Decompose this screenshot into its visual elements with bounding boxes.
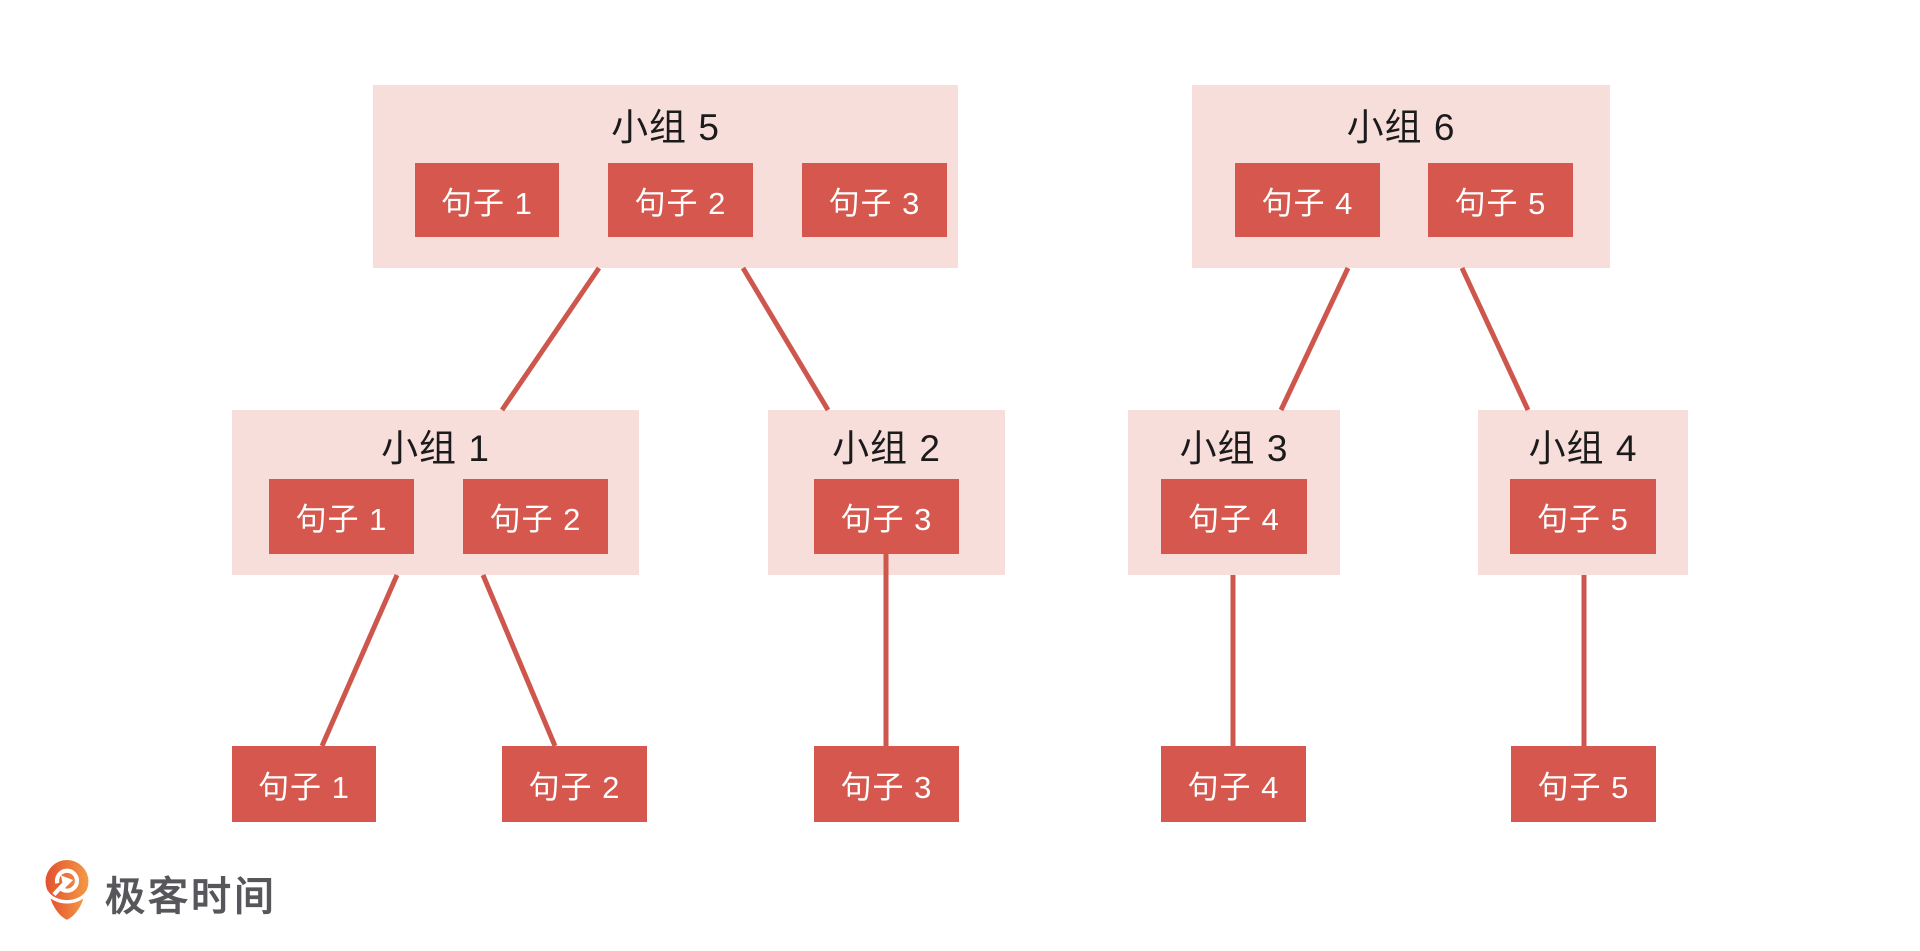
sentence-5-box: 句子 5 — [1511, 746, 1656, 822]
sentence-box: 句子 5 — [1510, 479, 1656, 554]
sentence-box: 句子 1 — [269, 479, 414, 554]
geektime-logo: 极客时间 — [44, 858, 277, 928]
group-title: 小组 5 — [611, 107, 720, 148]
sentence-3-box: 句子 3 — [814, 746, 959, 822]
group-title: 小组 1 — [381, 427, 490, 469]
group-title: 小组 4 — [1528, 427, 1638, 469]
edge-group-1-to-sentence-1 — [319, 573, 400, 748]
group-6-box: 小组 6 句子 4 句子 5 — [1192, 85, 1610, 268]
group-4-box: 小组 4 句子 5 — [1478, 410, 1688, 575]
group-5-box: 小组 5 句子 1 句子 2 句子 3 — [373, 85, 958, 268]
edge-group-5-to-group-1 — [499, 266, 602, 412]
sentence-box: 句子 3 — [802, 163, 947, 237]
edge-group-1-to-sentence-2 — [480, 574, 558, 747]
sentence-box: 句子 4 — [1235, 163, 1380, 237]
edge-group-6-to-group-4 — [1459, 266, 1531, 412]
geektime-logo-text: 极客时间 — [105, 875, 277, 919]
group-title: 小组 6 — [1346, 107, 1456, 148]
group-1-box: 小组 1 句子 1 句子 2 — [232, 410, 639, 575]
sentence-box: 句子 2 — [463, 479, 608, 554]
edge-group-5-to-group-2 — [740, 266, 831, 412]
edge-group-6-to-group-3 — [1278, 266, 1351, 412]
group-title: 小组 2 — [832, 427, 941, 469]
sentence-box: 句子 5 — [1428, 163, 1573, 237]
sentence-2-box: 句子 2 — [502, 746, 647, 822]
geektime-pin-icon — [44, 860, 90, 920]
sentence-box: 句子 3 — [814, 479, 959, 554]
sentence-1-box: 句子 1 — [232, 746, 376, 822]
group-title: 小组 3 — [1179, 427, 1289, 469]
sentence-box: 句子 4 — [1161, 479, 1307, 554]
group-2-box: 小组 2 句子 3 — [768, 410, 1005, 575]
sentence-box: 句子 2 — [608, 163, 753, 237]
sentence-box: 句子 1 — [415, 163, 559, 237]
group-3-box: 小组 3 句子 4 — [1128, 410, 1340, 575]
sentence-4-box: 句子 4 — [1161, 746, 1306, 822]
